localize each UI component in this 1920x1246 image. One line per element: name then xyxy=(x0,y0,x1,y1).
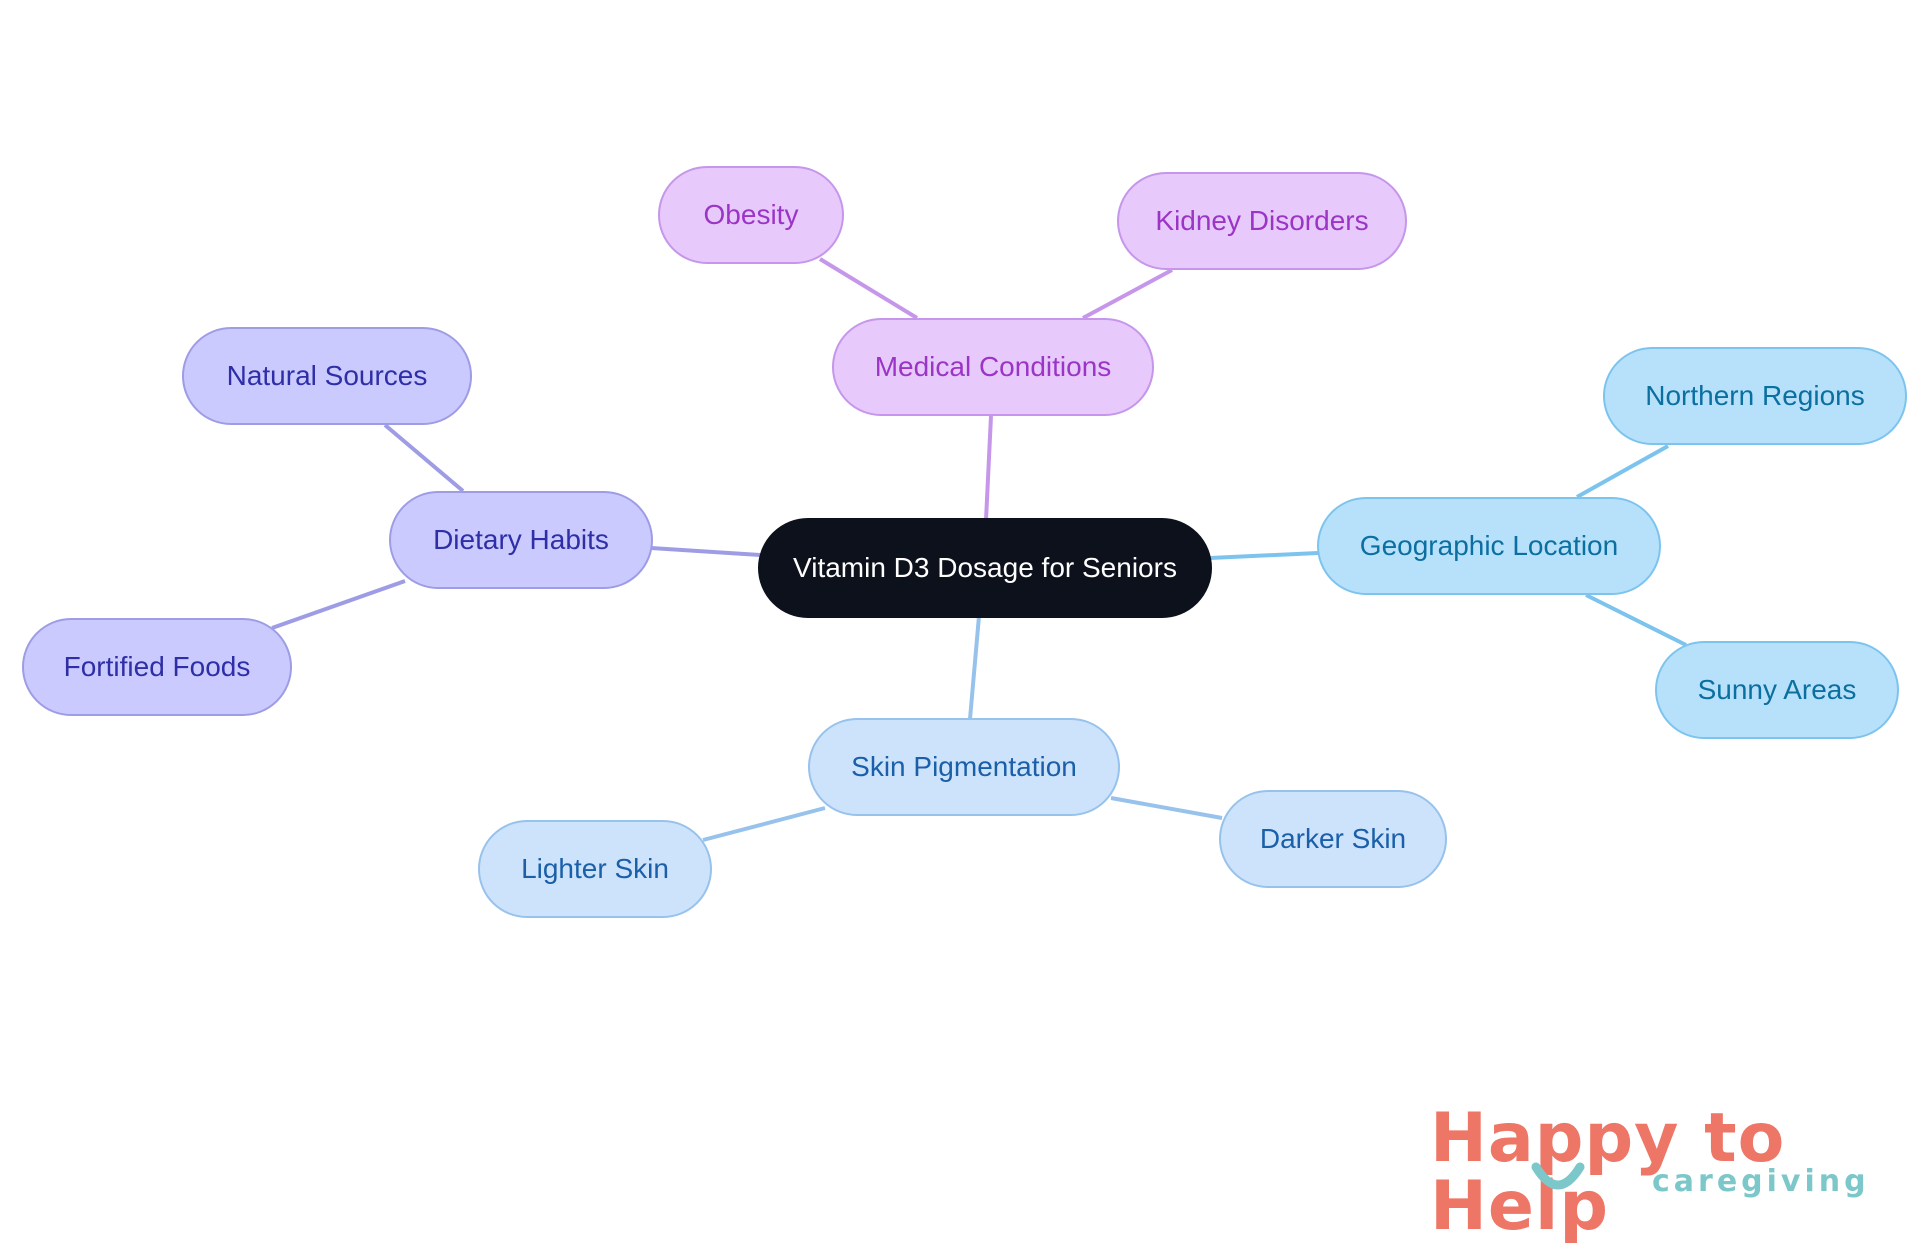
edge-skin-darker xyxy=(1110,796,1223,820)
node-lighter-skin: Lighter Skin xyxy=(478,820,712,918)
edge-medical-kidney xyxy=(1082,268,1173,320)
edge-root-geo xyxy=(1209,551,1319,560)
edge-geo-northern xyxy=(1576,444,1669,499)
node-fortified-foods: Fortified Foods xyxy=(22,618,292,716)
logo-tagline: caregiving xyxy=(1652,1164,1870,1199)
node-skin-pigmentation: Skin Pigmentation xyxy=(808,718,1120,816)
node-sunny-areas: Sunny Areas xyxy=(1655,641,1899,739)
root-node: Vitamin D3 Dosage for Seniors xyxy=(758,518,1212,618)
logo-wordmark: Happy to Help xyxy=(1430,1099,1786,1246)
node-geographic-location: Geographic Location xyxy=(1317,497,1661,595)
brand-logo: Happy to Help caregiving xyxy=(1420,1105,1890,1241)
node-darker-skin: Darker Skin xyxy=(1219,790,1447,888)
node-northern-regions: Northern Regions xyxy=(1603,347,1907,445)
edge-skin-lighter xyxy=(702,806,826,842)
edge-geo-sunny xyxy=(1585,593,1687,647)
node-dietary-habits: Dietary Habits xyxy=(389,491,653,589)
edge-dietary-fortified xyxy=(271,579,406,630)
node-natural-sources: Natural Sources xyxy=(182,327,472,425)
edge-medical-obesity xyxy=(818,257,919,320)
smile-icon xyxy=(1531,1162,1585,1190)
edge-root-medical xyxy=(984,415,993,521)
edge-root-dietary xyxy=(650,546,761,557)
connector-layer xyxy=(271,257,1687,842)
edge-root-skin xyxy=(968,615,981,720)
node-kidney-disorders: Kidney Disorders xyxy=(1117,172,1407,270)
edge-dietary-natural xyxy=(383,423,465,493)
node-obesity: Obesity xyxy=(658,166,844,264)
node-medical-conditions: Medical Conditions xyxy=(832,318,1154,416)
